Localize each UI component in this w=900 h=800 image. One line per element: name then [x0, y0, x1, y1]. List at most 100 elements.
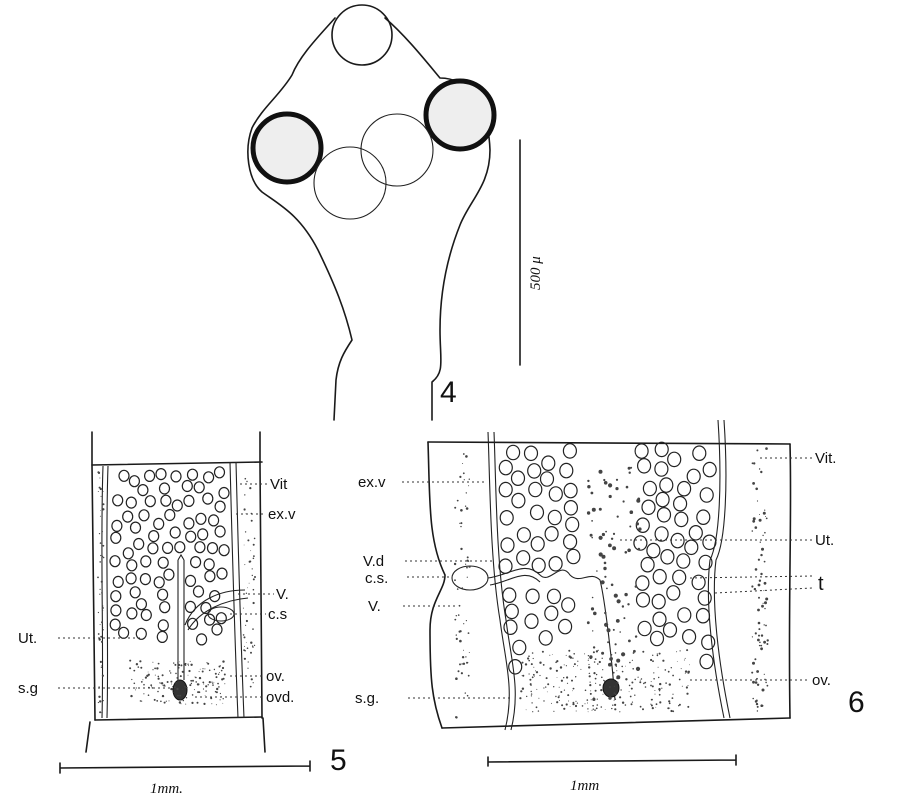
vitelline-dot [98, 533, 101, 535]
scale-bar-1mm [487, 754, 737, 767]
ovary-dot [549, 667, 552, 670]
vitelline-dot [762, 602, 764, 604]
ovary-dot [222, 698, 224, 700]
label-vit: Vit. [815, 450, 836, 467]
ovary-dot [572, 657, 574, 659]
ovary-dot [676, 651, 678, 653]
egg-circle [209, 589, 221, 603]
ovary-dot [177, 694, 179, 697]
egg-circle [641, 499, 656, 516]
egg-circle [203, 558, 215, 571]
egg-circle [160, 494, 172, 507]
ovary-dot [672, 693, 674, 695]
label-sg: s.g. [355, 690, 379, 707]
ovary-dot [541, 650, 544, 653]
ovary-dot [152, 661, 154, 663]
vitelline-dot [102, 607, 105, 609]
ovary-dot [530, 695, 533, 697]
scolex-outline-right [384, 17, 491, 421]
vitelline-dot [99, 660, 102, 664]
ovary-dot [572, 690, 573, 692]
uterus-dot [594, 658, 597, 660]
ovary-dot [655, 703, 658, 706]
uterus-stem [177, 553, 185, 680]
egg-circle [527, 463, 542, 479]
label-sg: s.g [18, 680, 38, 697]
ovary-dot [681, 685, 683, 687]
ovary-dot [528, 673, 530, 675]
ovary-dot [204, 695, 206, 696]
ovary-dot [637, 676, 639, 678]
egg-circle [193, 481, 205, 494]
ovary-dot [165, 700, 167, 702]
vitelline-dot [102, 491, 104, 492]
egg-circle [667, 451, 682, 468]
label-cs: c.s. [365, 570, 388, 587]
vitelline-dot [254, 576, 256, 578]
ovary-dot [166, 681, 169, 683]
vitelline-dot [100, 510, 101, 511]
vitelline-dot [100, 640, 103, 643]
egg-circle [654, 441, 669, 458]
ovary-dot [163, 684, 166, 687]
vas-deferens [487, 567, 616, 701]
ovary-dot [151, 686, 153, 688]
ovary-dot [521, 675, 523, 676]
ovary-dot [571, 679, 573, 682]
vitelline-dot [460, 525, 462, 528]
ovary-dot [680, 668, 682, 670]
egg-circle [110, 590, 122, 603]
ovary-dot [568, 700, 570, 702]
vitelline-dot [250, 651, 252, 654]
ovary-dot [178, 701, 182, 704]
ovary-dot [543, 700, 545, 702]
ovary-dot [531, 702, 533, 704]
ovary-dot [139, 660, 142, 663]
vitelline-dot [464, 505, 467, 507]
ovary-dot [193, 689, 195, 691]
vitelline-dot [250, 678, 253, 681]
ovary-dot [613, 699, 615, 701]
ovary-dot [576, 702, 579, 704]
vitelline-dot [468, 485, 470, 487]
ovary-dot [658, 676, 660, 679]
ovary-dot [177, 662, 179, 664]
vitelline-dot [757, 638, 760, 642]
uterus-dot [603, 566, 607, 571]
egg-circle [652, 611, 667, 628]
egg-circle [202, 492, 214, 505]
vitelline-dot [465, 455, 468, 458]
egg-circle [125, 572, 137, 585]
ovary-dot [683, 659, 685, 661]
vitelline-dot [99, 588, 101, 591]
egg-circle [670, 532, 685, 549]
vitelline-dot [460, 509, 463, 512]
egg-circle [157, 619, 169, 632]
ovary-dot [176, 687, 179, 691]
ovary-dot [204, 668, 206, 670]
ovary-dot [584, 653, 586, 655]
ovary-dot [573, 665, 574, 667]
ovary-dot [563, 677, 565, 679]
egg-circle [190, 555, 202, 569]
vitelline-dot [102, 700, 104, 702]
egg-circle [637, 620, 652, 637]
ovary-dot [211, 681, 213, 683]
ovary-dot [555, 695, 557, 698]
uterus-dot [629, 525, 632, 528]
ovary-dot [614, 663, 617, 666]
vitelline-dot [765, 624, 767, 627]
vitelline-dot [756, 710, 759, 712]
vitelline-dot [464, 692, 466, 694]
ovary-dot [538, 697, 540, 699]
egg-circle [218, 544, 230, 557]
ovary-dot [531, 652, 534, 654]
vitelline-dot [252, 628, 254, 630]
egg-circle [656, 506, 672, 523]
vitelline-dot [459, 639, 462, 643]
vitelline-dot [99, 624, 101, 626]
vitelline-dot [459, 522, 461, 524]
ovary-dot [210, 697, 213, 700]
uterus-dot [615, 487, 619, 491]
scale-label-500: 500 μ [528, 256, 544, 290]
